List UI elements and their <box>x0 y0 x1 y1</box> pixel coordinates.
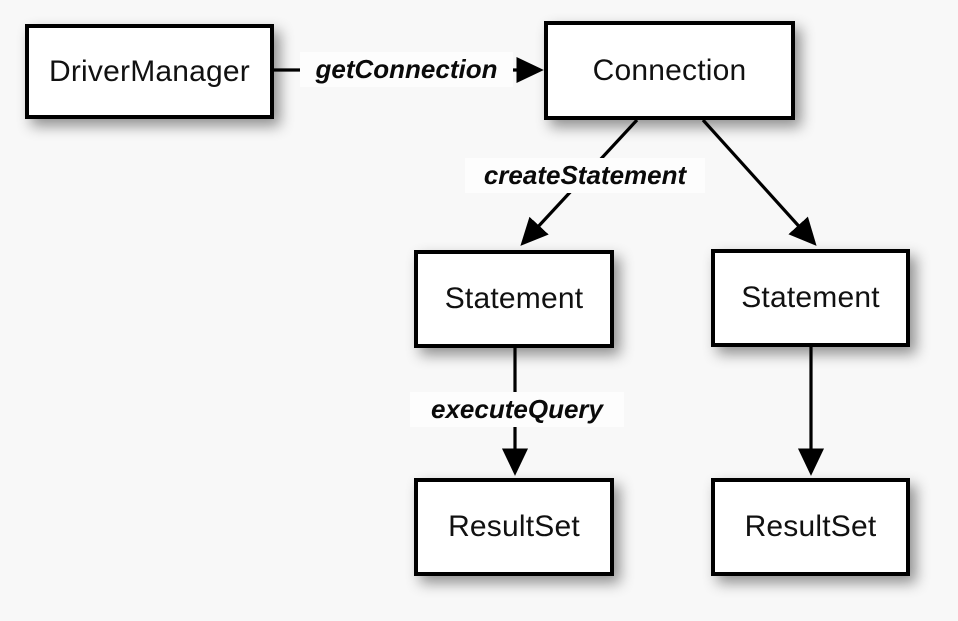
node-label-statement-right: Statement <box>741 281 880 314</box>
node-label-driver-manager: DriverManager <box>49 54 250 88</box>
node-label-resultset-right: ResultSet <box>744 510 877 543</box>
node-label-connection: Connection <box>592 53 747 87</box>
node-resultset-left[interactable]: ResultSet <box>414 478 614 576</box>
node-statement-left[interactable]: Statement <box>414 250 614 348</box>
node-label-resultset-left: ResultSet <box>448 510 580 543</box>
edge-label-execute-query: executeQuery <box>410 392 624 427</box>
node-label-statement-left: Statement <box>444 282 584 315</box>
node-driver-manager[interactable]: DriverManager <box>25 24 274 119</box>
edge-label-get-connection: getConnection <box>300 52 513 87</box>
node-resultset-right[interactable]: ResultSet <box>711 478 910 576</box>
edge-line-create-statement-2 <box>701 118 817 246</box>
node-connection[interactable]: Connection <box>544 21 795 120</box>
edge-label-create-statement: createStatement <box>465 158 705 193</box>
node-statement-right[interactable]: Statement <box>711 249 910 347</box>
